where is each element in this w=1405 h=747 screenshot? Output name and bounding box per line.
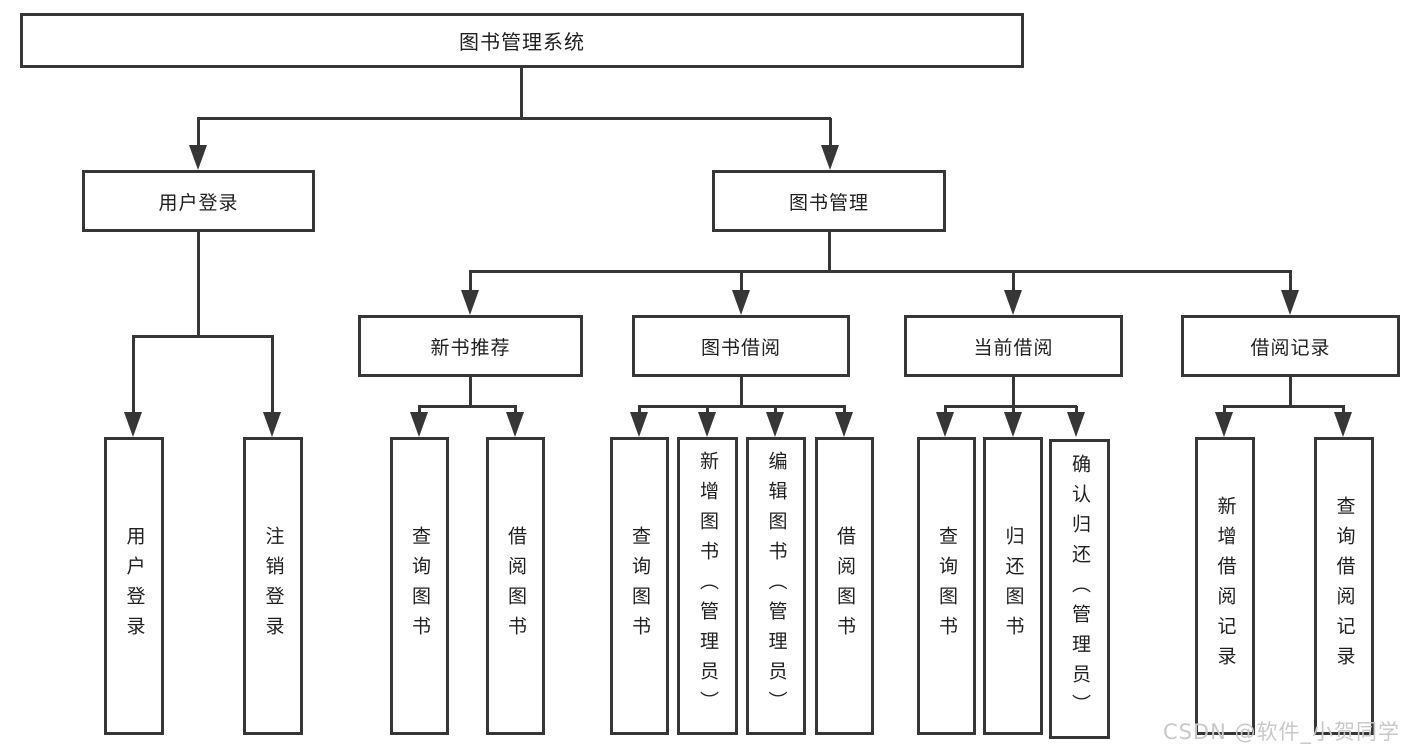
node-book-borrow: 图书借阅	[632, 315, 850, 377]
connector-drop-borrow-records	[1289, 271, 1292, 292]
arrowhead-down-icon	[1281, 290, 1299, 315]
arrowhead-down-icon	[835, 412, 853, 437]
leaf-query-books-2: 查询图书	[610, 437, 669, 735]
arrowhead-down-icon	[1067, 412, 1085, 437]
connector-user-login-stem	[197, 232, 200, 336]
connector-book-management-bus	[469, 270, 1292, 273]
arrowhead-down-icon	[124, 412, 142, 437]
leaf-query-borrow-record-label: 查询借阅记录	[1333, 496, 1356, 676]
connector-borrow-records-bus	[1223, 405, 1345, 408]
arrowhead-down-icon	[1004, 290, 1022, 315]
leaf-query-borrow-record: 查询借阅记录	[1314, 437, 1374, 735]
node-borrow-records: 借阅记录	[1181, 315, 1400, 377]
connector-drop-login-leaf	[132, 336, 135, 414]
arrowhead-down-icon	[732, 290, 750, 315]
leaf-confirm-return-admin: 确认归还（管理员）	[1049, 439, 1110, 739]
leaf-add-books-admin-label: 新增图书（管理员）	[697, 451, 719, 721]
leaf-borrow-books-1: 借阅图书	[486, 437, 545, 735]
node-borrow-records-label: 借阅记录	[1250, 336, 1331, 359]
leaf-borrow-books-1-label: 借阅图书	[505, 526, 527, 646]
arrowhead-down-icon	[630, 412, 648, 437]
leaf-borrow-books-2-label: 借阅图书	[834, 526, 856, 646]
arrowhead-down-icon	[506, 412, 524, 437]
arrowhead-down-icon	[821, 145, 839, 170]
connector-drop	[843, 406, 846, 416]
leaf-edit-books-admin-label: 编辑图书（管理员）	[765, 451, 788, 721]
connector-drop-logout-leaf	[271, 336, 274, 414]
arrowhead-down-icon	[461, 290, 479, 315]
leaf-user-login-label: 用户登录	[123, 526, 146, 646]
node-book-management: 图书管理	[712, 170, 946, 232]
connector-book-borrow-bus	[638, 405, 846, 408]
leaf-query-books-1: 查询图书	[390, 437, 449, 735]
connector-current-borrow-stem	[1012, 377, 1015, 407]
connector-drop	[1223, 406, 1226, 416]
arrowhead-down-icon	[1334, 412, 1352, 437]
connector-current-borrow-bus	[944, 405, 1077, 408]
node-user-login-label: 用户登录	[158, 191, 239, 214]
leaf-query-books-3: 查询图书	[917, 437, 976, 735]
node-new-book-recommend-label: 新书推荐	[430, 336, 511, 359]
leaf-add-borrow-record: 新增借阅记录	[1195, 437, 1255, 735]
arrowhead-down-icon	[698, 412, 716, 437]
arrowhead-down-icon	[189, 145, 207, 170]
leaf-return-books-label: 归还图书	[1002, 526, 1025, 646]
connector-drop-current-borrow	[1012, 271, 1015, 292]
connector-root-stem	[520, 68, 523, 118]
arrowhead-down-icon	[263, 412, 281, 437]
arrowhead-down-icon	[410, 412, 428, 437]
node-root-label: 图书管理系统	[459, 30, 585, 54]
leaf-query-books-3-label: 查询图书	[936, 526, 958, 646]
leaf-logout: 注销登录	[243, 437, 303, 735]
connector-drop-new-book	[469, 271, 472, 292]
csdn-watermark: CSDN @软件_小贺同学	[1162, 720, 1400, 744]
leaf-query-books-2-label: 查询图书	[629, 526, 651, 646]
node-new-book-recommend: 新书推荐	[358, 315, 583, 377]
connector-drop	[418, 406, 421, 416]
arrowhead-down-icon	[766, 412, 784, 437]
connector-drop	[1012, 406, 1015, 416]
leaf-return-books: 归还图书	[983, 437, 1043, 735]
node-root: 图书管理系统	[20, 13, 1024, 68]
connector-drop	[1342, 406, 1345, 416]
connector-new-book-bus	[418, 405, 517, 408]
connector-new-book-stem	[469, 377, 472, 407]
leaf-confirm-return-admin-label: 确认归还（管理员）	[1069, 454, 1091, 724]
connector-root-bus	[197, 117, 831, 120]
connector-drop-user-login	[197, 118, 200, 148]
connector-user-login-bus	[132, 335, 274, 338]
leaf-logout-label: 注销登录	[262, 526, 285, 646]
arrowhead-down-icon	[936, 412, 954, 437]
connector-drop	[944, 406, 947, 416]
leaf-query-books-1-label: 查询图书	[409, 526, 431, 646]
connector-book-management-stem	[828, 232, 831, 271]
connector-drop	[706, 406, 709, 416]
arrowhead-down-icon	[1004, 412, 1022, 437]
connector-drop	[1075, 406, 1078, 416]
connector-borrow-records-stem	[1289, 377, 1292, 407]
node-book-management-label: 图书管理	[788, 191, 869, 214]
connector-drop-book-management	[829, 118, 832, 148]
leaf-borrow-books-2: 借阅图书	[815, 437, 874, 735]
leaf-edit-books-admin: 编辑图书（管理员）	[746, 437, 806, 735]
node-user-login: 用户登录	[82, 170, 315, 232]
leaf-add-borrow-record-label: 新增借阅记录	[1214, 496, 1237, 676]
node-book-borrow-label: 图书借阅	[700, 336, 781, 359]
connector-drop	[514, 406, 517, 416]
node-current-borrow-label: 当前借阅	[973, 336, 1054, 359]
connector-drop-book-borrow	[740, 271, 743, 292]
connector-book-borrow-stem	[740, 377, 743, 407]
leaf-add-books-admin: 新增图书（管理员）	[677, 437, 738, 735]
arrowhead-down-icon	[1215, 412, 1233, 437]
node-current-borrow: 当前借阅	[904, 315, 1123, 377]
connector-drop	[638, 406, 641, 416]
connector-drop	[774, 406, 777, 416]
leaf-user-login: 用户登录	[104, 437, 164, 735]
